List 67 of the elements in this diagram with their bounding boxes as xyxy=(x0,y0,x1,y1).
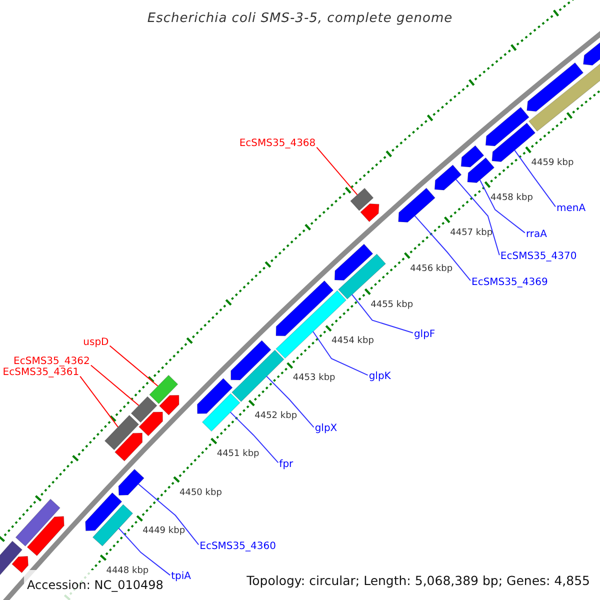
gene-feature xyxy=(158,395,180,416)
gene-feature xyxy=(130,396,158,423)
leader-line xyxy=(118,528,171,576)
gene-feature xyxy=(118,468,144,496)
gene-feature xyxy=(230,340,272,380)
leader-line xyxy=(479,179,526,234)
gene-label: tpiA xyxy=(171,571,191,584)
scale-label: 4451 kbp xyxy=(216,449,260,460)
gene-feature xyxy=(334,244,374,281)
gene-feature xyxy=(338,254,386,300)
gene-feature xyxy=(485,106,530,146)
scale-label: 4448 kbp xyxy=(106,566,149,576)
scale-label: 4453 kbp xyxy=(292,373,336,384)
leader-line xyxy=(80,376,118,428)
gene-label: uspD xyxy=(83,336,109,349)
gene-label: EcSMS35_4370 xyxy=(500,251,577,264)
gene-feature xyxy=(114,432,143,462)
gene-feature xyxy=(85,492,122,532)
gene-label: EcSMS35_4361 xyxy=(2,367,80,380)
gene-feature xyxy=(526,62,584,112)
scale-label: 4456 kbp xyxy=(410,264,453,274)
gene-feature xyxy=(360,203,380,222)
gene-feature xyxy=(434,164,462,190)
scale-label: 4454 kbp xyxy=(332,336,374,346)
gene-feature xyxy=(231,350,284,402)
gene-feature xyxy=(398,188,436,222)
gene-label: EcSMS35_4362 xyxy=(14,356,90,368)
scale-label: 4450 kbp xyxy=(180,488,222,498)
gene-label: glpK xyxy=(368,371,391,384)
leader-line xyxy=(230,412,279,464)
gene-feature xyxy=(15,498,60,547)
accession-text: Accession: NC_010498 xyxy=(27,577,164,594)
gene-feature xyxy=(149,374,178,404)
scale-label: 4459 kbp xyxy=(531,158,574,168)
leader-line xyxy=(352,294,414,334)
gene-label: rraA xyxy=(526,228,547,241)
gene-feature xyxy=(276,280,334,336)
gene-feature xyxy=(460,145,484,168)
gene-feature xyxy=(92,504,134,546)
leader-line xyxy=(266,376,314,428)
gene-label: menA xyxy=(556,202,586,215)
gene-feature xyxy=(350,188,374,212)
scale-label: 4457 kbp xyxy=(450,228,493,238)
gene-feature xyxy=(26,516,64,556)
gene-label: fpr xyxy=(279,458,294,471)
gene-feature xyxy=(467,157,495,183)
leader-line xyxy=(138,484,200,546)
leader-line xyxy=(312,331,368,376)
gene-feature xyxy=(197,378,233,414)
scale-label: 4452 kbp xyxy=(254,411,298,422)
gene-label: EcSMS35_4368 xyxy=(239,138,316,150)
gene-label: EcSMS35_4360 xyxy=(200,540,276,553)
gene-feature xyxy=(12,556,28,574)
gene-feature xyxy=(104,414,140,450)
genome-summary-text: Topology: circular; Length: 5,068,389 bp; Genes: 4,855 xyxy=(246,572,590,590)
leader-line xyxy=(514,150,556,208)
map-title: Escherichia coli SMS-3-5, complete genome xyxy=(147,10,453,28)
scale-label: 4449 kbp xyxy=(142,526,186,536)
gene-label: glpX xyxy=(314,423,338,436)
leader-line xyxy=(414,215,471,282)
scale-label: 4455 kbp xyxy=(370,300,414,310)
leader-line xyxy=(316,146,358,196)
gene-feature xyxy=(202,393,240,432)
gene-label: glpF xyxy=(414,328,436,341)
gene-label: EcSMS35_4369 xyxy=(472,276,548,289)
scale-label: 4458 kbp xyxy=(490,192,533,203)
leader-line xyxy=(456,178,500,256)
